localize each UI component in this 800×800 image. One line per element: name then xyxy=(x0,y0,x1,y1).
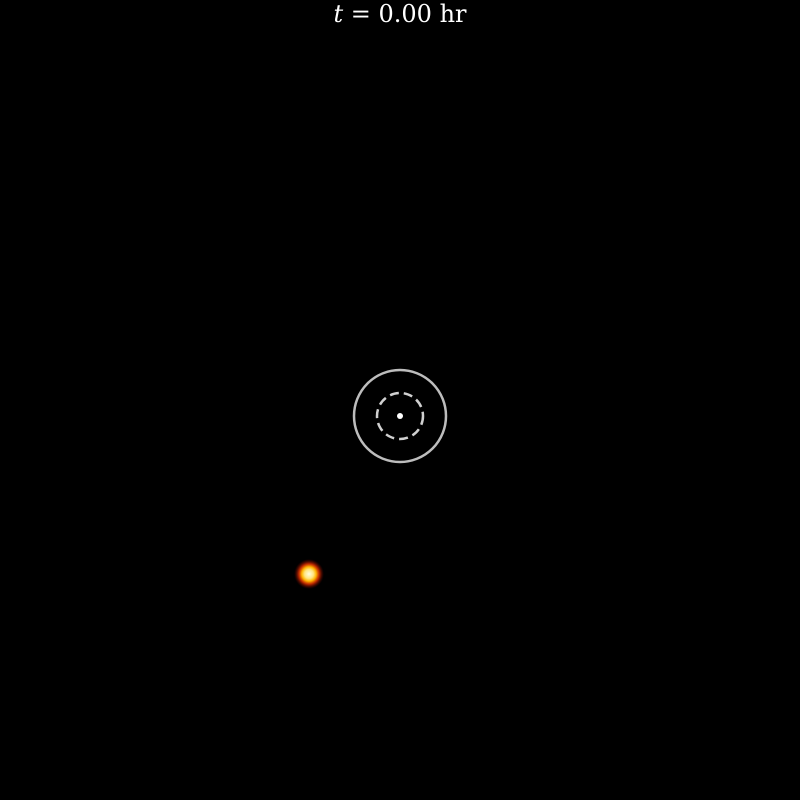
inner-dashed-ring xyxy=(375,391,425,441)
time-variable: t xyxy=(333,0,344,28)
time-unit: hr xyxy=(431,0,467,28)
center-point xyxy=(397,413,403,419)
outer-ring xyxy=(352,368,448,464)
time-label: t = 0.00 hr xyxy=(0,0,800,28)
glowing-source xyxy=(294,559,324,589)
time-value: 0.00 xyxy=(378,0,432,28)
time-equals: = xyxy=(343,0,379,28)
